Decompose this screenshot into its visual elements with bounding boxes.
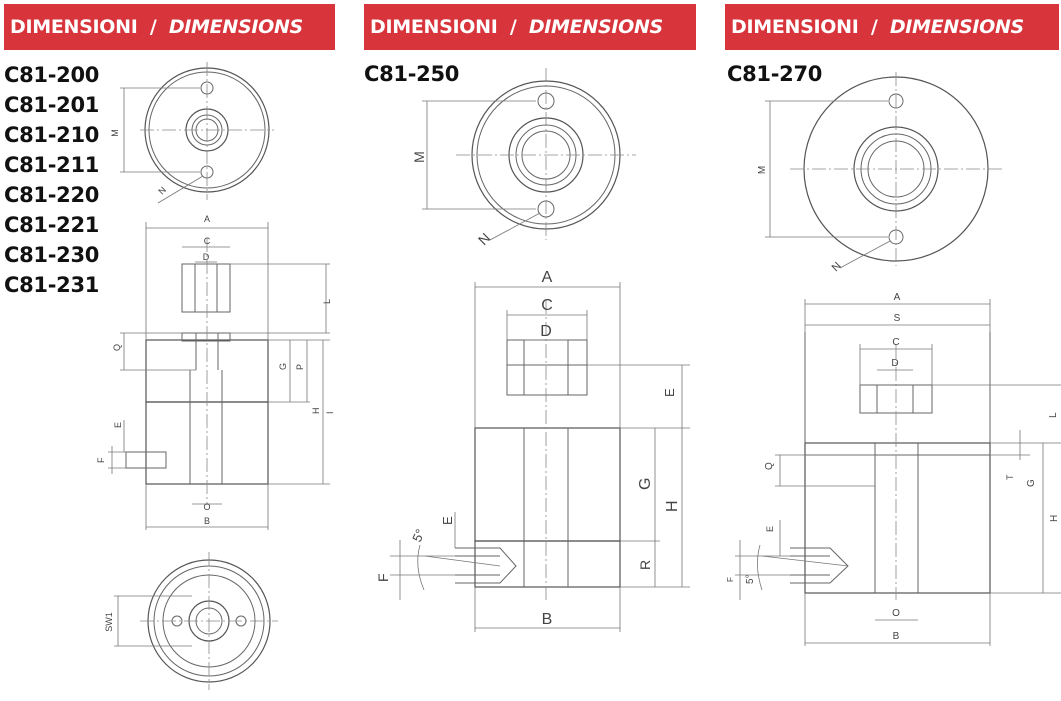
label-q: Q bbox=[764, 462, 775, 470]
side-view bbox=[455, 300, 621, 600]
dimensions-banner-3: DIMENSIONI / DIMENSIONS bbox=[725, 4, 1059, 50]
banner-label-it: DIMENSIONI bbox=[370, 16, 498, 38]
label-e: E bbox=[113, 422, 123, 428]
label-n: N bbox=[156, 185, 168, 197]
label-d: D bbox=[540, 323, 552, 340]
label-c: C bbox=[204, 236, 211, 246]
banner-separator: / bbox=[509, 16, 517, 38]
label-a: A bbox=[542, 269, 553, 286]
model-item: C81-230 bbox=[4, 243, 100, 267]
label-l: L bbox=[1048, 412, 1059, 418]
dimensions-banner-1: DIMENSIONI / DIMENSIONS bbox=[4, 4, 335, 50]
model-c81-270: C81-270 bbox=[727, 62, 823, 86]
bottom-view bbox=[114, 552, 278, 690]
side-view bbox=[125, 238, 269, 505]
label-i: I bbox=[325, 411, 335, 414]
label-angle: 5° bbox=[409, 527, 428, 545]
side-view bbox=[790, 332, 991, 600]
label-e-side: E bbox=[440, 516, 455, 525]
label-f: F bbox=[726, 577, 735, 582]
banner-label-en: DIMENSIONS bbox=[889, 16, 1024, 38]
label-h: H bbox=[311, 408, 321, 415]
label-d: D bbox=[891, 358, 898, 369]
banner-label-en: DIMENSIONS bbox=[528, 16, 663, 38]
banner-label-it: DIMENSIONI bbox=[10, 16, 138, 38]
label-m: M bbox=[110, 129, 120, 137]
label-p: P bbox=[295, 364, 305, 370]
label-sw1: SW1 bbox=[104, 612, 114, 632]
label-e: E bbox=[765, 526, 775, 532]
label-h: H bbox=[1049, 515, 1060, 522]
top-view bbox=[120, 62, 274, 204]
label-s: S bbox=[894, 313, 901, 324]
model-item: C81-210 bbox=[4, 123, 100, 147]
label-g: G bbox=[1026, 479, 1037, 487]
model-item: C81-231 bbox=[4, 273, 100, 297]
label-angle: 5° bbox=[745, 574, 756, 584]
banner-label-en: DIMENSIONS bbox=[168, 16, 303, 38]
label-m: M bbox=[757, 166, 768, 174]
top-view bbox=[422, 68, 636, 241]
label-f: F bbox=[375, 573, 391, 582]
model-item: C81-201 bbox=[4, 93, 100, 117]
label-o: O bbox=[203, 502, 210, 512]
model-item: C81-200 bbox=[4, 63, 100, 87]
label-q: Q bbox=[112, 344, 122, 351]
label-a: A bbox=[204, 214, 210, 224]
model-item: C81-221 bbox=[4, 213, 100, 237]
label-r: R bbox=[637, 560, 653, 570]
label-g: G bbox=[637, 478, 654, 490]
label-f: F bbox=[96, 457, 106, 463]
label-g: G bbox=[278, 363, 288, 370]
label-o: O bbox=[892, 608, 900, 619]
top-view bbox=[765, 72, 1002, 269]
label-n: N bbox=[830, 260, 844, 274]
dimensions-banner-2: DIMENSIONI / DIMENSIONS bbox=[364, 4, 696, 50]
model-item: C81-220 bbox=[4, 183, 100, 207]
label-t: T bbox=[1005, 474, 1015, 480]
label-c: C bbox=[892, 337, 899, 348]
label-l: L bbox=[322, 299, 332, 304]
label-e-top: E bbox=[662, 388, 677, 397]
label-b: B bbox=[893, 631, 900, 642]
label-h: H bbox=[664, 500, 681, 512]
label-a: A bbox=[894, 292, 901, 303]
label-c: C bbox=[541, 297, 553, 314]
banner-separator: / bbox=[870, 16, 878, 38]
banner-label-it: DIMENSIONI bbox=[731, 16, 859, 38]
banner-separator: / bbox=[149, 16, 157, 38]
model-c81-250: C81-250 bbox=[364, 62, 460, 86]
label-d: D bbox=[203, 252, 210, 262]
label-b: B bbox=[204, 516, 210, 526]
label-m: M bbox=[411, 151, 427, 163]
label-b: B bbox=[542, 611, 553, 628]
model-item: C81-211 bbox=[4, 153, 100, 177]
model-list: C81-200 C81-201 C81-210 C81-211 C81-220 … bbox=[4, 62, 99, 302]
